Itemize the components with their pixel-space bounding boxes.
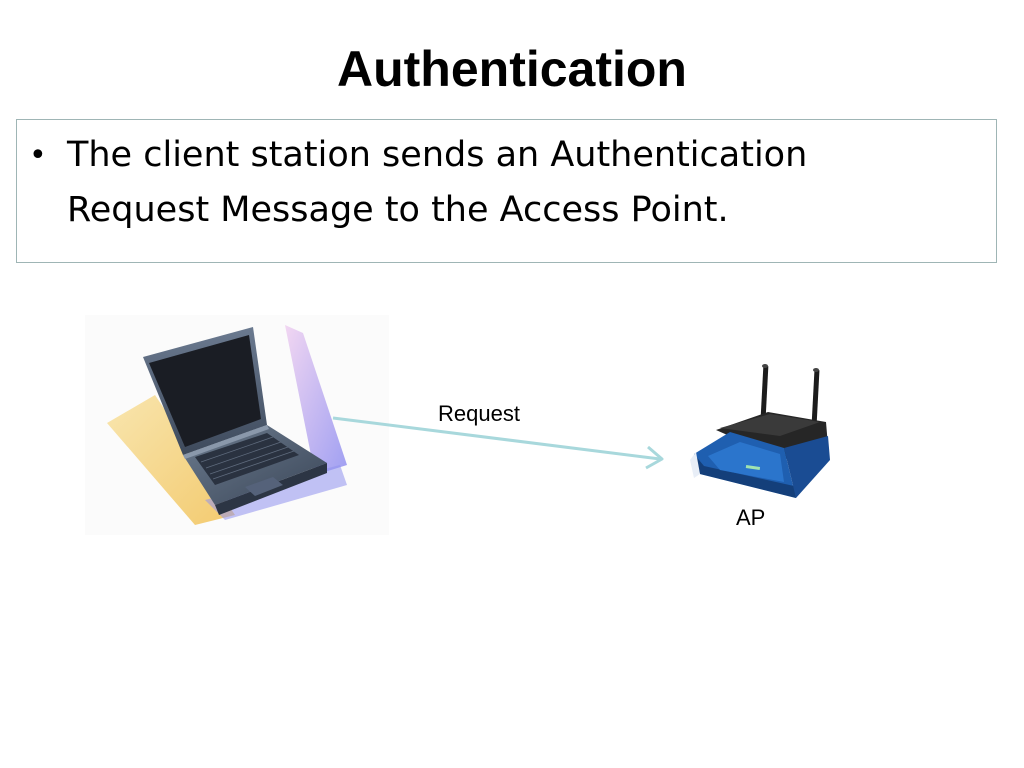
request-arrow [332, 416, 664, 470]
ap-label: AP [736, 505, 766, 530]
slide-title: Authentication [337, 41, 687, 97]
bullet-item: • The client station sends an Authentica… [29, 128, 979, 238]
bullet-text: The client station sends an Authenticati… [67, 135, 808, 230]
bullet-dot-icon: • [29, 138, 47, 173]
wireless-router-icon [680, 362, 840, 502]
laptop-icon [85, 315, 389, 535]
request-label: Request [438, 401, 520, 426]
bullet-box: • The client station sends an Authentica… [16, 119, 997, 263]
authentication-diagram: Request AP [0, 300, 1024, 560]
